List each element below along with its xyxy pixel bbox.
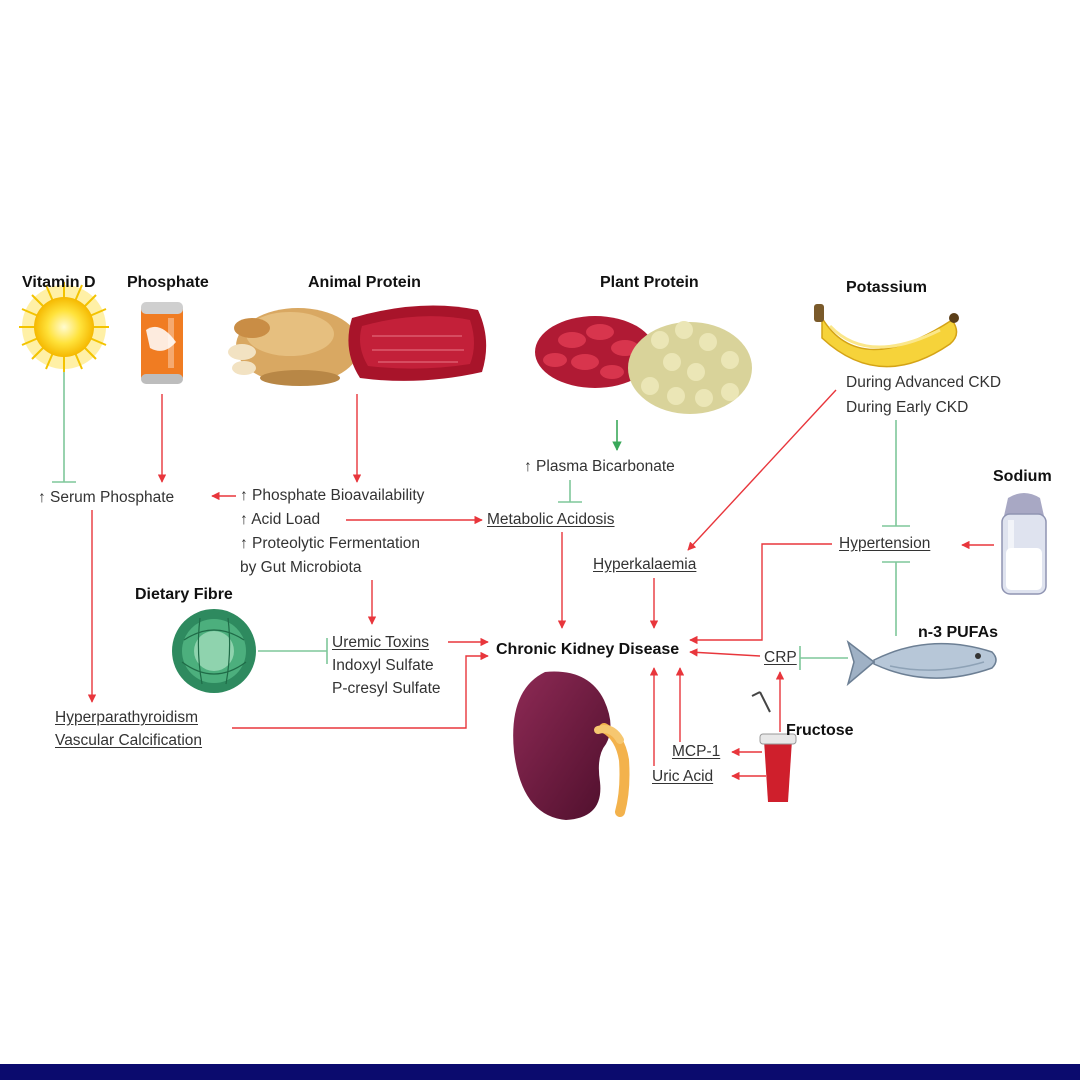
label-by-gut-microbiota: by Gut Microbiota [240,559,362,576]
label-chronic-kidney-disease: Chronic Kidney Disease [496,641,680,658]
label-plasma-bicarbonate: ↑ Plasma Bicarbonate [524,458,675,475]
salt-shaker-icon [1001,493,1047,595]
sun-icon [19,282,109,372]
header-sodium: Sodium [993,468,1052,485]
label-hyperkalaemia: Hyperkalaemia [593,556,697,573]
banana-icon [814,304,959,368]
label-crp: CRP [764,649,797,666]
label-metabolic-acidosis: Metabolic Acidosis [487,511,615,528]
header-plant-protein: Plant Protein [600,274,699,291]
chicken-icon [228,308,360,386]
header-phosphate: Phosphate [127,274,209,291]
cabbage-icon [172,609,256,693]
soft-drink-icon [751,691,797,802]
fish-icon [846,639,997,687]
label-phosphate-bioavailability: ↑ Phosphate Bioavailability [240,487,425,504]
promotion-arrows [87,389,994,781]
header-vitamin-d: Vitamin D [22,274,96,291]
label-acid-load: ↑ Acid Load [240,511,321,528]
label-vascular-calcification: Vascular Calcification [55,732,203,749]
header-potassium: Potassium [846,279,927,296]
chickpeas-icon [628,321,752,414]
header-animal-protein: Animal Protein [308,274,421,291]
kidney-icon [513,671,630,820]
label-indoxyl-sulfate: Indoxyl Sulfate [332,657,434,674]
label-proteolytic-fermentation: ↑ Proteolytic Fermentation [240,535,421,552]
label-hyperparathyroidism: Hyperparathyroidism [55,709,198,726]
red-meat-icon [348,305,487,381]
label-serum-phosphate: ↑ Serum Phosphate [38,489,175,506]
header-n3-pufas: n-3 PUFAs [918,624,999,641]
label-p-cresyl-sulfate: P-cresyl Sulfate [332,680,441,697]
label-mcp1: MCP-1 [672,743,721,760]
label-during-advanced-ckd: During Advanced CKD [846,374,1002,391]
label-uremic-toxins: Uremic Toxins [332,634,430,651]
header-dietary-fibre: Dietary Fibre [135,586,233,603]
bottom-bar [0,1064,1080,1080]
label-uric-acid: Uric Acid [652,768,714,785]
label-during-early-ckd: During Early CKD [846,399,969,416]
label-hypertension: Hypertension [839,535,931,552]
header-fructose: Fructose [786,722,854,739]
soda-can-icon [141,302,183,384]
inhibition-lines [52,372,910,670]
